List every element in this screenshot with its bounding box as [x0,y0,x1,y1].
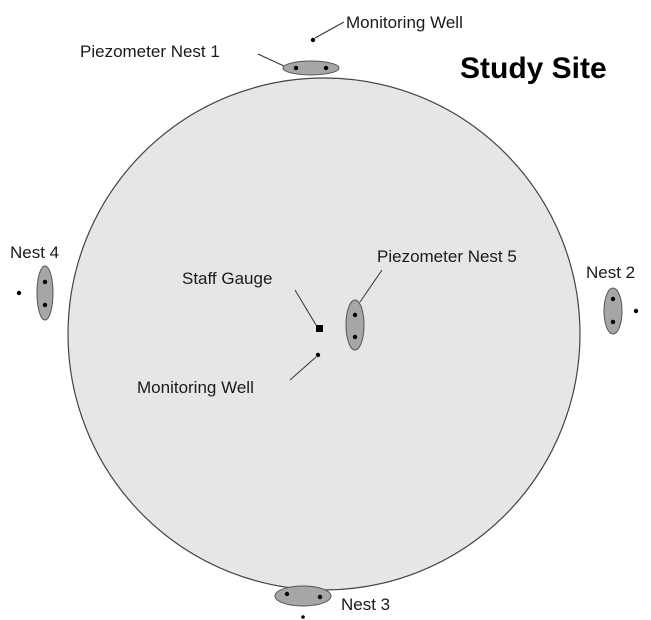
nest-3-well-point [301,615,305,619]
piezometer-nest-1-point [293,65,299,71]
nest-4-label: Nest 4 [10,243,59,262]
piezometer-nest-1-point [323,65,329,71]
study-area-circle [67,77,581,591]
piezometer-nest-5-label: Piezometer Nest 5 [377,247,517,266]
staff-gauge-leader [294,289,317,326]
monitoring-well-top-leader [314,21,345,39]
nest-4 [36,265,54,321]
piezometer-nest-5 [345,299,365,351]
nest-2-point [610,296,616,302]
nest-2-point [610,319,616,325]
nest-3-label: Nest 3 [341,595,390,614]
piezometer-nest-5-leader [359,269,383,303]
nest-2-label: Nest 2 [586,263,635,282]
piezometer-nest-5-point [352,334,358,340]
nest-3 [274,585,332,607]
piezometer-nest-1-label: Piezometer Nest 1 [80,42,220,61]
monitoring-well-center-point [315,352,321,358]
monitoring-well-center-leader [289,356,317,381]
piezometer-nest-1 [282,60,340,76]
nest-2-well-point [633,308,639,314]
piezometer-nest-5-point [352,312,358,318]
staff-gauge-label: Staff Gauge [182,269,272,288]
nest-3-point [317,594,323,600]
piezometer-nest-1-leader [257,53,287,68]
monitoring-well-center-label: Monitoring Well [137,378,254,397]
title: Study Site [460,52,607,85]
nest-4-point [42,279,48,285]
nest-4-well-point [16,290,22,296]
monitoring-well-top-point [310,37,316,43]
monitoring-well-top-label: Monitoring Well [346,13,463,32]
nest-4-point [42,302,48,308]
nest-2 [603,287,623,335]
nest-3-point [284,591,290,597]
staff-gauge-marker [316,325,323,332]
